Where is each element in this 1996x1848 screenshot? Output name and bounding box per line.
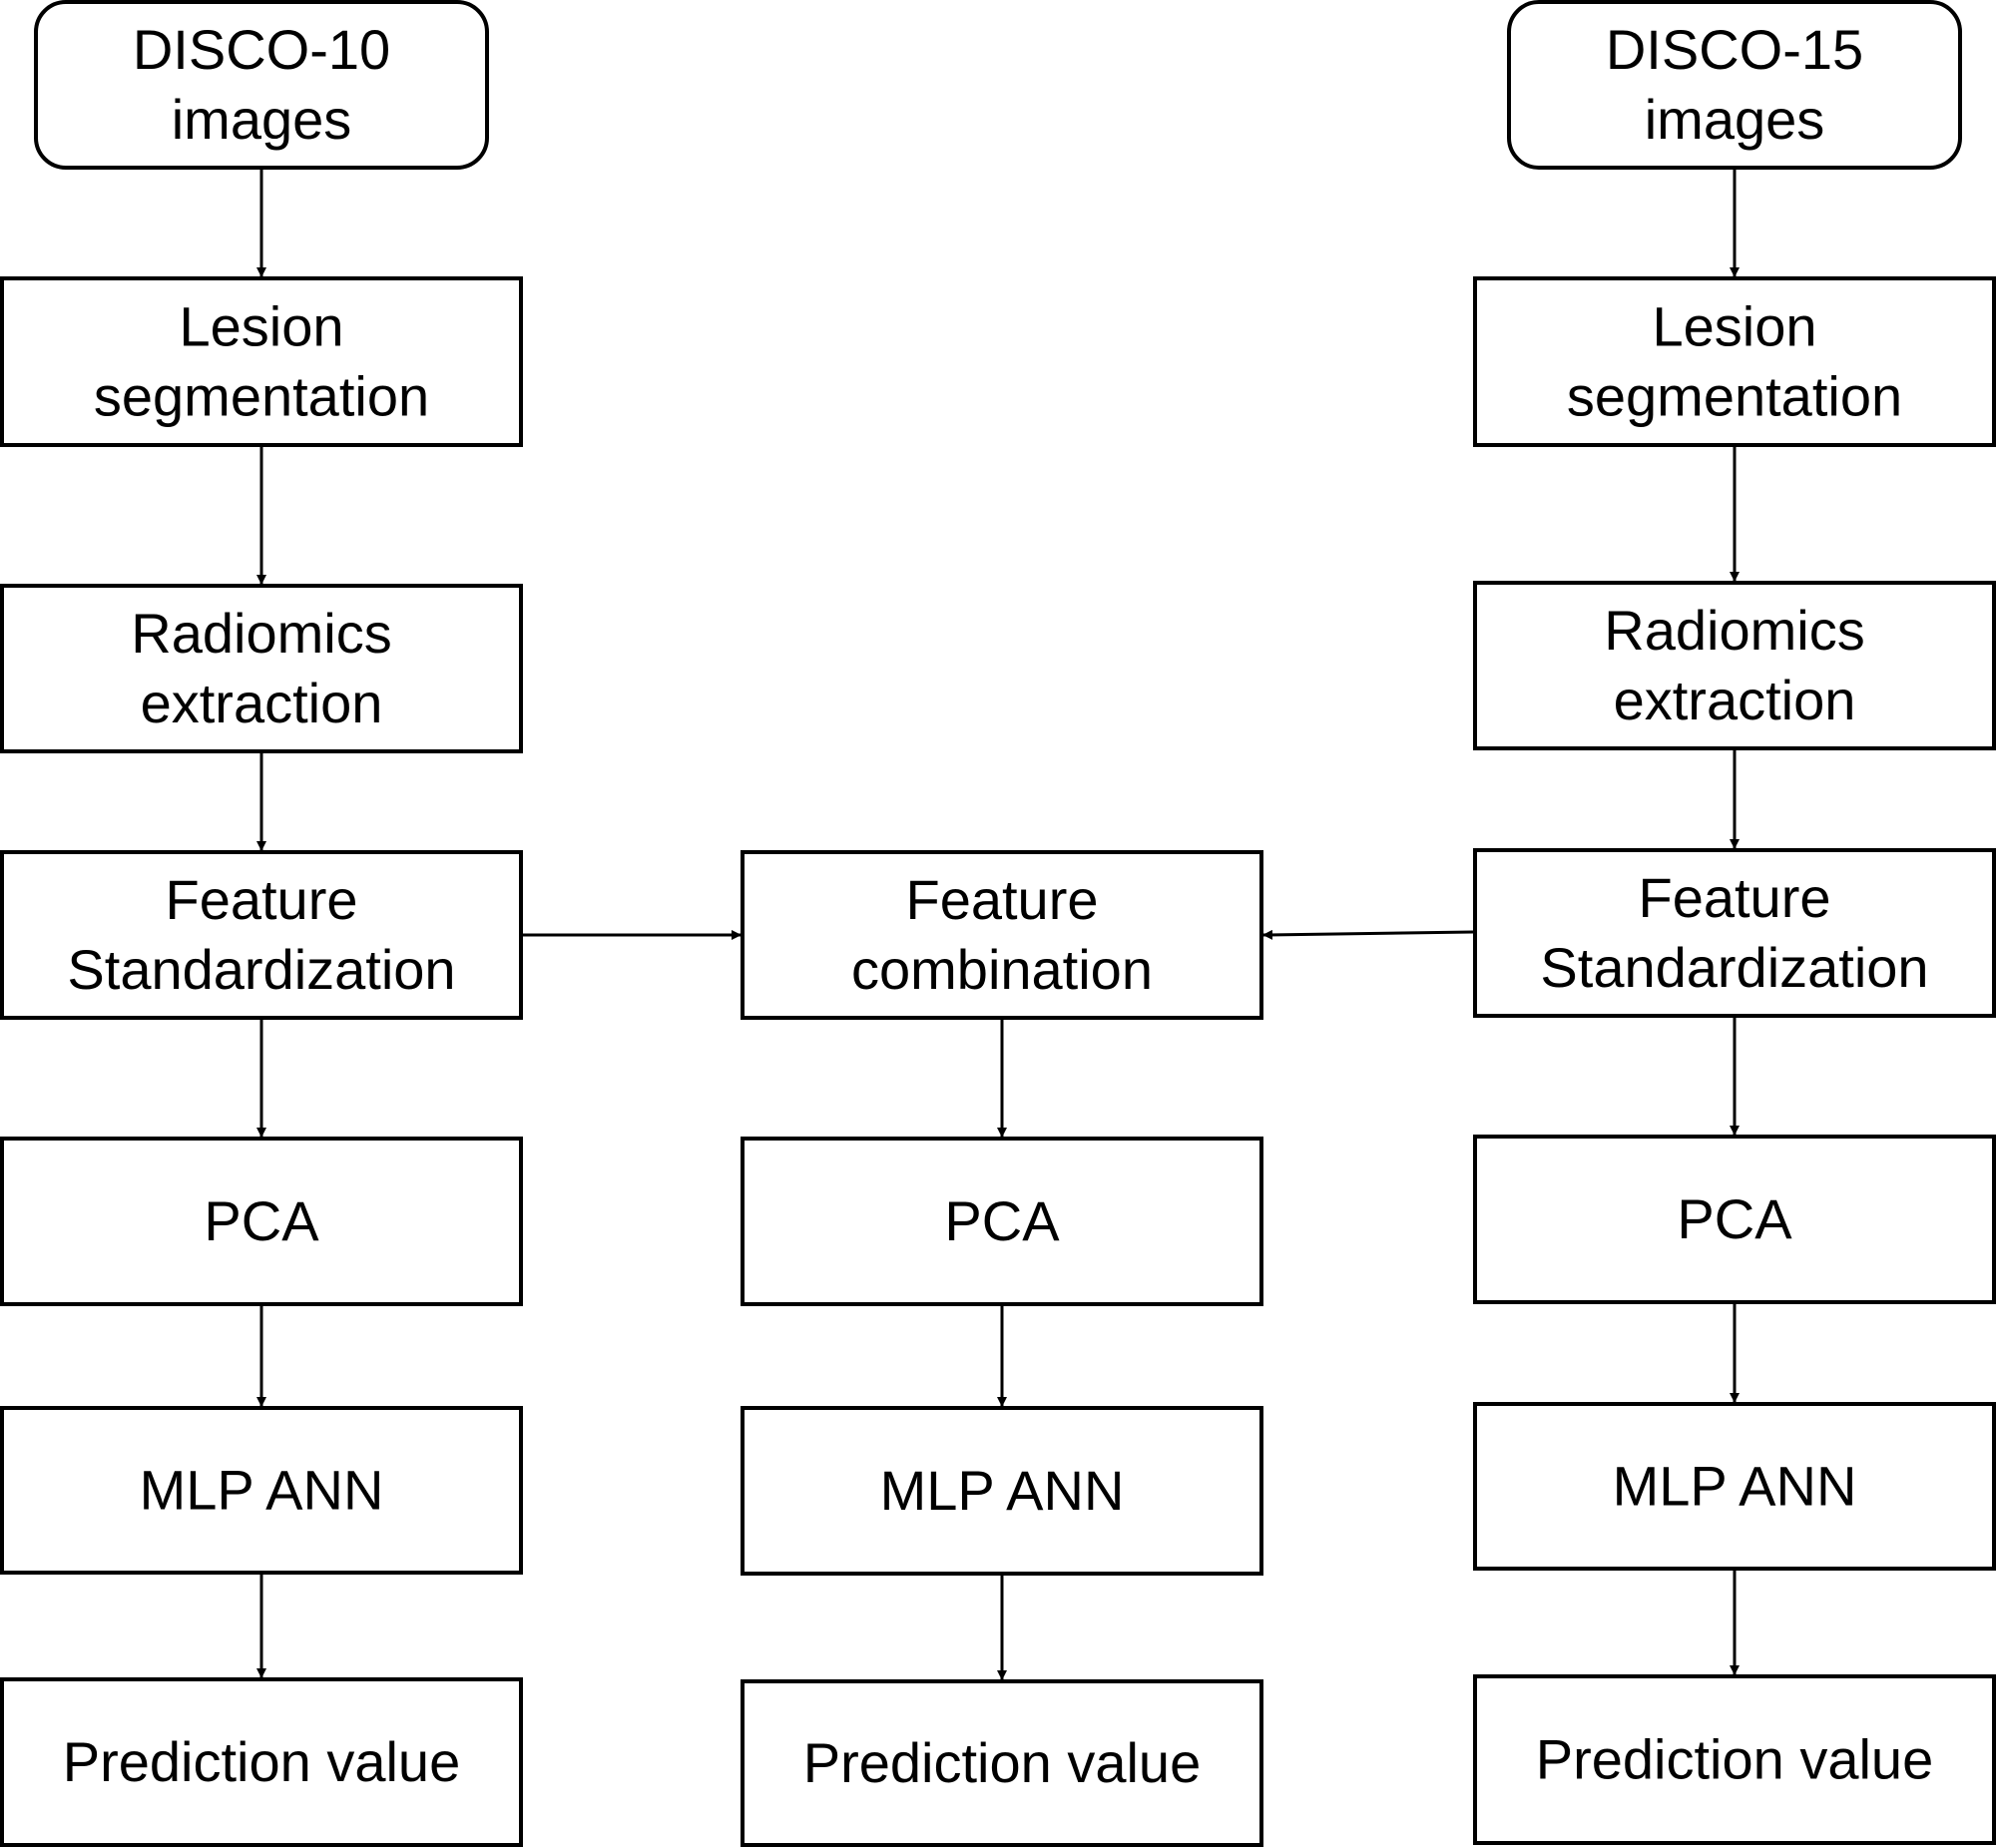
node-label-line: Prediction value [803,1731,1201,1794]
node-label-line: extraction [141,672,383,734]
node-box [1473,276,1996,447]
node-box [1473,1674,1996,1845]
node-box [741,1406,1263,1576]
node-label-line: Prediction value [1536,1728,1933,1791]
node-label-line: PCA [1677,1187,1792,1250]
prediction-value-left-node: Prediction value [0,1677,523,1847]
node-label-line: Standardization [1540,936,1928,999]
node-box [0,1677,523,1847]
node-box [1473,581,1996,750]
node-box [34,0,489,170]
node-label-line: images [172,88,352,151]
node-label-line: Radiomics [131,602,391,665]
node-label-line: Lesion [1652,295,1816,358]
node-box [1473,1135,1996,1304]
pca-middle-node: PCA [741,1137,1263,1306]
node-box [1473,848,1996,1018]
radiomics-extraction-right-node: Radiomics extraction [1473,581,1996,750]
node-box [741,850,1263,1020]
node-box [741,1137,1263,1306]
node-label-line: MLP ANN [1613,1455,1857,1518]
node-box [0,584,523,753]
node-label-line: Prediction value [63,1730,460,1793]
node-box [1473,1402,1996,1571]
node-label-line: DISCO-15 [1606,18,1863,81]
node-box [1507,0,1962,170]
node-box [0,1406,523,1575]
pca-left-node: PCA [0,1137,523,1306]
node-label-line: images [1645,88,1825,151]
node-label-line: Feature [1639,866,1831,929]
disco-15-images-node: DISCO-15 images [1507,0,1962,170]
node-label-line: extraction [1614,669,1856,731]
lesion-segmentation-right-node: Lesion segmentation [1473,276,1996,447]
node-label-line: Radiomics [1604,599,1864,662]
disco-10-images-node: DISCO-10 images [34,0,489,170]
node-label-line: PCA [204,1189,319,1252]
node-label-line: Lesion [179,295,343,358]
edges-layer [256,170,1740,1680]
mlp-ann-right-node: MLP ANN [1473,1402,1996,1571]
node-label-line: combination [851,938,1153,1001]
node-label-line: segmentation [1567,365,1902,428]
node-label-line: MLP ANN [880,1459,1125,1522]
node-label-line: Feature [906,868,1099,931]
node-label-line: Feature [166,868,358,931]
feature-combination-node: Feature combination [741,850,1263,1020]
node-box [0,1137,523,1306]
pca-right-node: PCA [1473,1135,1996,1304]
node-label-line: segmentation [94,365,429,428]
mlp-ann-left-node: MLP ANN [0,1406,523,1575]
node-box [0,850,523,1020]
node-label-line: Standardization [67,938,455,1001]
prediction-value-middle-node: Prediction value [741,1679,1263,1847]
node-box [0,276,523,447]
node-box [741,1679,1263,1847]
prediction-value-right-node: Prediction value [1473,1674,1996,1845]
node-label-line: DISCO-10 [133,18,390,81]
arrow-std-right-to-combo [1262,929,1474,940]
node-label-line: PCA [944,1189,1060,1252]
mlp-ann-middle-node: MLP ANN [741,1406,1263,1576]
node-label-line: MLP ANN [140,1459,384,1522]
radiomics-extraction-left-node: Radiomics extraction [0,584,523,753]
lesion-segmentation-left-node: Lesion segmentation [0,276,523,447]
